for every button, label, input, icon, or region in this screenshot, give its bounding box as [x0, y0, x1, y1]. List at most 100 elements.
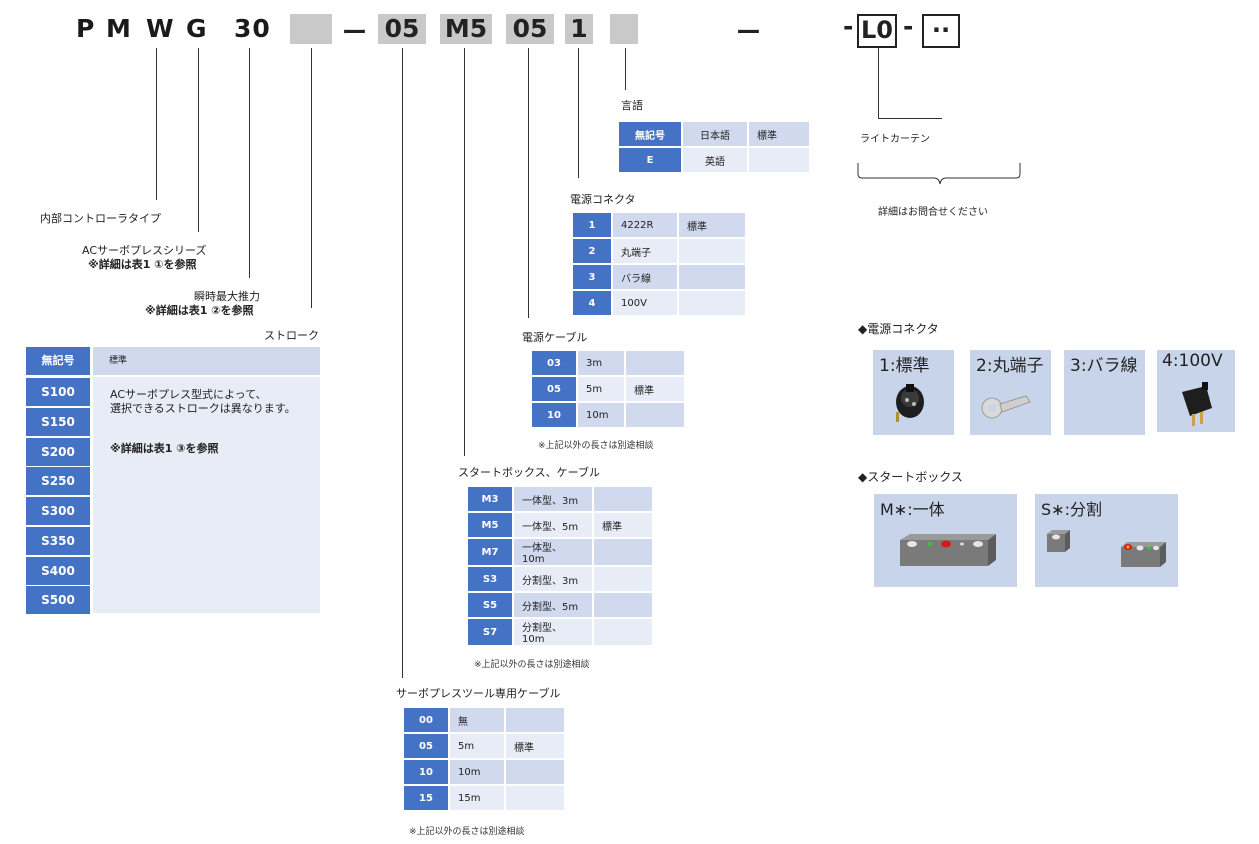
line-series	[198, 48, 199, 232]
line-internal	[156, 48, 157, 200]
table-cell: 一体型、5m	[514, 513, 592, 537]
label-max-force-note: ※詳細は表1 ②を参照	[145, 304, 254, 317]
code-box-tool-cable: 05	[378, 14, 426, 44]
code-box-power-cable: 05	[506, 14, 554, 44]
code-letter-m: M	[106, 14, 132, 43]
table-cell: 標準	[504, 734, 564, 758]
table-row: M3 一体型、3m	[468, 487, 652, 511]
startbox-large-icon	[1121, 542, 1166, 567]
label-power-connector: 電源コネクタ	[570, 193, 636, 206]
table-cell: 標準	[592, 513, 652, 537]
connector-panel-label: 1:標準	[879, 356, 930, 376]
connector-gallery-title: ◆電源コネクタ	[858, 322, 939, 336]
table-key: 10	[404, 760, 450, 784]
label-power-cable: 電源ケーブル	[522, 331, 588, 344]
label-internal-controller: 内部コントローラタイプ	[40, 212, 161, 225]
label-language: 言語	[621, 99, 643, 112]
table-cell: 日本語	[683, 122, 747, 146]
line-force	[249, 48, 250, 278]
connector-panel-label: 3:バラ線	[1070, 356, 1138, 376]
table-key: 10	[532, 403, 578, 427]
table-row: 00 無	[404, 708, 564, 732]
code-box-language	[610, 14, 638, 44]
startbox-integrated-icon	[900, 534, 996, 566]
table-key: S7	[468, 619, 514, 645]
connector-panel-ring	[970, 350, 1051, 435]
table-cell: バラ線	[613, 265, 677, 289]
table-cell: 15m	[450, 786, 504, 810]
table-cell: 10m	[450, 760, 504, 784]
table-cell	[504, 708, 564, 732]
table-cell: 一体型、3m	[514, 487, 592, 511]
table-row: 2 丸端子	[573, 239, 745, 263]
code-box-stroke	[290, 14, 332, 44]
stroke-key: S300	[26, 497, 90, 525]
stroke-head-key: 無記号	[26, 347, 90, 375]
table-key: E	[619, 148, 683, 172]
table-cell: 分割型、10m	[514, 619, 592, 645]
table-key: 00	[404, 708, 450, 732]
code-letter-p: P	[76, 14, 96, 43]
code-dash-2: ー	[736, 18, 762, 47]
stroke-desc-2: 選択できるストロークは異なります。	[110, 402, 296, 415]
table-row: 05 5m 標準	[404, 734, 564, 758]
stroke-desc-panel	[93, 377, 320, 613]
code-box-option: ··	[922, 14, 960, 48]
language-table: 無記号 日本語 標準 E 英語	[619, 120, 809, 174]
table-cell: 4222R	[613, 213, 677, 237]
table-row: S7 分割型、10m	[468, 619, 652, 645]
table-row: M7 一体型、10m	[468, 539, 652, 565]
stroke-key: S350	[26, 527, 90, 555]
table-key: 2	[573, 239, 613, 263]
label-tool-cable: サーボプレスツール専用ケーブル	[396, 687, 561, 700]
table-cell: 英語	[683, 148, 747, 172]
table-cell: 3m	[578, 351, 624, 375]
round-connector-icon	[896, 384, 924, 422]
label-stroke: ストローク	[264, 329, 319, 342]
table-row: 15 15m	[404, 786, 564, 810]
power-cable-table: 03 3m 05 5m 標準 10 10m	[532, 349, 684, 429]
stroke-desc-note: ※詳細は表1 ③を参照	[110, 442, 219, 455]
stroke-key: S250	[26, 467, 90, 495]
table-key: S5	[468, 593, 514, 617]
stroke-key: S150	[26, 408, 90, 436]
label-start-box-cable: スタートボックス、ケーブル	[458, 466, 601, 479]
table-row: 10 10m	[404, 760, 564, 784]
table-key: 3	[573, 265, 613, 289]
code-box-light-curtain: L0	[857, 14, 897, 48]
label-max-force: 瞬時最大推力	[194, 290, 260, 303]
table-cell	[504, 760, 564, 784]
connector-panel-label: 4:100V	[1162, 351, 1223, 371]
startbox-panel-label: M∗:一体	[880, 500, 945, 519]
code-dash-4: -	[903, 12, 914, 41]
table-cell	[624, 351, 684, 375]
tool-cable-note: ※上記以外の長さは別途相談	[409, 827, 525, 837]
table-key: M7	[468, 539, 514, 565]
label-inquiry: 詳細はお問合せください	[878, 207, 988, 218]
table-cell: 丸端子	[613, 239, 677, 263]
tool-cable-table: 00 無 05 5m 標準 10 10m 15 15m	[404, 706, 564, 812]
stroke-key: S200	[26, 438, 90, 466]
table-row: E 英語	[619, 148, 809, 172]
table-cell	[592, 593, 652, 617]
line-light-curtain	[878, 48, 879, 118]
table-cell	[592, 539, 652, 565]
table-cell	[592, 619, 652, 645]
line-tool-cable	[402, 48, 403, 678]
table-cell	[677, 291, 745, 315]
table-cell: 標準	[624, 377, 684, 401]
table-row: 4 100V	[573, 291, 745, 315]
line-start-box	[464, 48, 465, 456]
table-key: 1	[573, 213, 613, 237]
table-row: 10 10m	[532, 403, 684, 427]
brace-icon	[857, 163, 1021, 185]
line-stroke	[311, 48, 312, 308]
connector-panel-label: 2:丸端子	[976, 356, 1044, 376]
table-row: 05 5m 標準	[532, 377, 684, 401]
table-key: S3	[468, 567, 514, 591]
connector-table: 1 4222R 標準 2 丸端子 3 バラ線 4 100V	[573, 211, 745, 317]
table-cell: 10m	[578, 403, 624, 427]
connector-panel-wire	[1064, 350, 1145, 435]
table-row: S5 分割型、5m	[468, 593, 652, 617]
table-cell	[624, 403, 684, 427]
